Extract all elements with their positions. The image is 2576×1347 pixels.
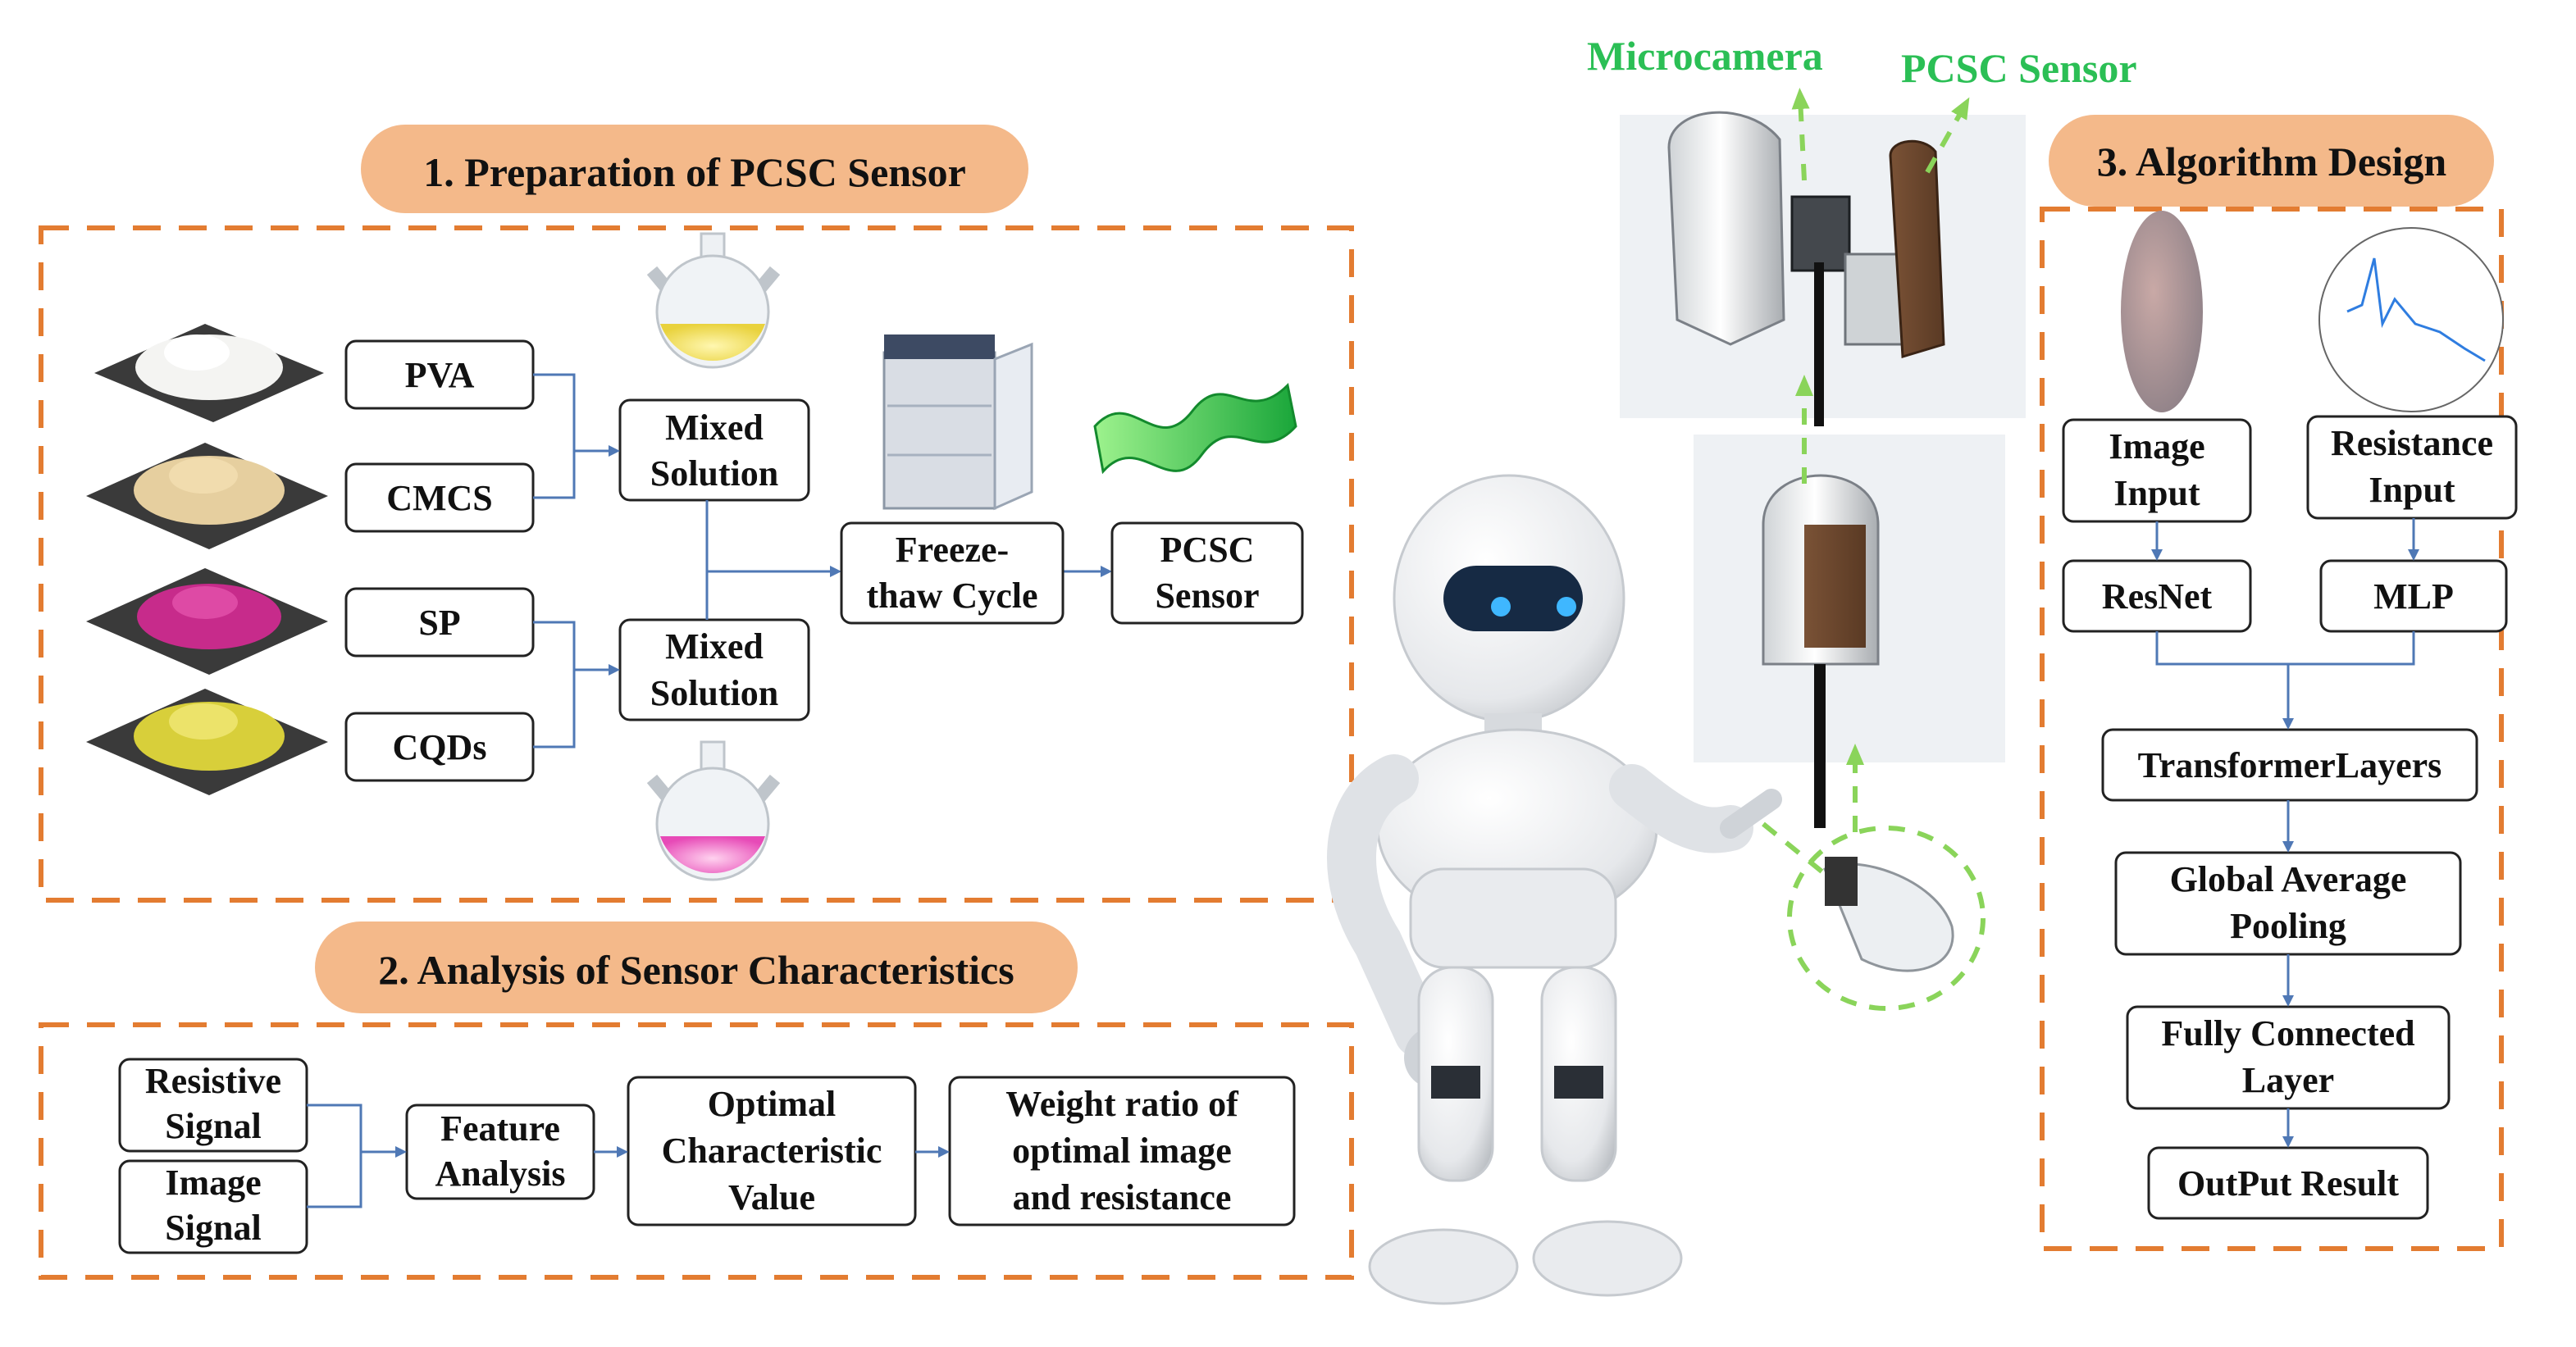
weight-ratio-line2: optimal image [1012, 1131, 1232, 1171]
fc-line1: Fully Connected [2161, 1013, 2414, 1053]
image-signal-line2: Signal [165, 1208, 261, 1248]
resistance-input-box [2306, 415, 2518, 520]
mixed-solution-bottom-line1: Mixed [665, 626, 764, 667]
pva-label: PVA [405, 355, 475, 395]
image-input-line1: Image [2109, 426, 2204, 466]
freeze-thaw-line2: thaw Cycle [867, 576, 1038, 616]
image-input-line2: Input [2113, 473, 2200, 513]
section1-title-pill [361, 125, 1028, 213]
feature-analysis-line2: Analysis [435, 1154, 566, 1194]
feature-analysis-line1: Feature [440, 1108, 560, 1149]
section3-title-pill [2049, 115, 2494, 207]
sp-powder-image [86, 568, 328, 675]
cmcs-powder-image [86, 443, 328, 549]
fingertip-sensor-image [1787, 826, 1986, 1011]
section3-connectors [2151, 518, 2419, 1148]
image-disc-image [2121, 211, 2203, 412]
optimal-value-line3: Value [728, 1177, 815, 1217]
section2-frame [39, 1022, 1354, 1280]
device-exploded-view [1620, 111, 2026, 426]
weight-ratio-line1: Weight ratio of [1005, 1084, 1239, 1124]
mlp-label: MLP [2373, 576, 2454, 617]
pcsc-sensor-box [1110, 521, 1304, 625]
mixed-solution-top-line2: Solution [650, 453, 779, 494]
fc-line2: Layer [2242, 1060, 2334, 1100]
section1-title: 1. Preparation of PCSC Sensor [423, 149, 966, 195]
mixed-solution-top-line1: Mixed [665, 407, 764, 448]
mixed-solution-bottom-box [618, 618, 810, 721]
resnet-label: ResNet [2102, 576, 2213, 617]
pcsc-sensor-line2: Sensor [1155, 576, 1259, 616]
yellow-flask-image [646, 232, 781, 369]
output-label: OutPut Result [2177, 1163, 2399, 1204]
pcsc-sensor-device-label: PCSC Sensor [1901, 45, 2137, 91]
cqds-powder-image [86, 689, 328, 795]
weight-ratio-line3: and resistance [1013, 1177, 1232, 1217]
gap-line2: Pooling [2230, 906, 2346, 946]
freeze-thaw-box [840, 521, 1065, 625]
freezer-image [882, 334, 1033, 511]
section1-connectors [533, 373, 1112, 749]
section2-title-pill [315, 922, 1078, 1013]
section3-title: 3. Algorithm Design [2097, 139, 2447, 184]
image-signal-line1: Image [165, 1163, 261, 1203]
sp-label: SP [418, 603, 460, 643]
robot-illustration [1327, 474, 1782, 1305]
pcsc-sensor-line1: PCSC [1160, 530, 1255, 570]
gap-line1: Global Average [2170, 859, 2407, 899]
cmcs-label: CMCS [386, 478, 493, 518]
resistance-input-line1: Resistance [2331, 423, 2493, 463]
transformer-label: TransformerLayers [2138, 745, 2442, 785]
section3-frame [2040, 207, 2504, 1251]
pva-powder-image [94, 324, 324, 422]
device-green-arrows [1762, 88, 1970, 880]
section2-title: 2. Analysis of Sensor Characteristics [378, 947, 1014, 993]
cqds-label: CQDs [393, 727, 487, 767]
mixed-solution-bottom-line2: Solution [650, 673, 779, 713]
resistance-input-line2: Input [2369, 470, 2455, 510]
weight-ratio-box [948, 1076, 1296, 1226]
transformer-box [2101, 728, 2478, 802]
section2-connectors [307, 1104, 950, 1208]
optimal-value-line1: Optimal [708, 1084, 836, 1124]
section1-frame [39, 225, 1354, 903]
pink-flask-image [646, 740, 781, 881]
optimal-value-line2: Characteristic [662, 1131, 882, 1171]
microcamera-label: Microcamera [1587, 33, 1823, 79]
freeze-thaw-line1: Freeze- [896, 530, 1009, 570]
pcsc-sheet-image [1093, 382, 1297, 475]
output-box [2147, 1146, 2429, 1220]
device-assembled-view [1694, 435, 2005, 828]
resistive-signal-line2: Signal [165, 1106, 261, 1146]
resistive-signal-line1: Resistive [145, 1061, 281, 1101]
mixed-solution-top-box [618, 398, 810, 502]
resistance-curve-image [2318, 227, 2504, 412]
